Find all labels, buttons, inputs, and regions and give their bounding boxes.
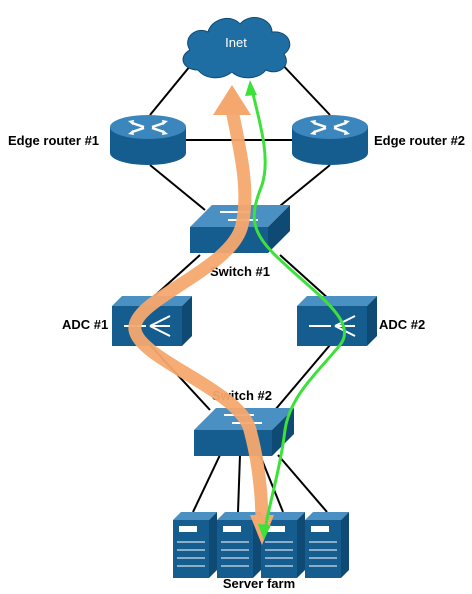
link-router2-switch1 [274, 164, 331, 211]
switch-1-label: Switch #1 [210, 264, 270, 279]
link-switch2-server4 [277, 454, 328, 513]
server-icon [173, 512, 217, 578]
adc-2-label: ADC #2 [379, 317, 425, 332]
router-icon [292, 115, 368, 165]
server-farm-label: Server farm [223, 576, 295, 591]
link-switch2-server2 [237, 454, 241, 513]
secondary-path-arrowhead-bottom [258, 524, 271, 540]
link-router1-switch1 [149, 164, 206, 211]
link-switch1-adc2 [279, 254, 331, 301]
link-inet-router1 [149, 59, 196, 116]
cloud-label: Inet [225, 35, 247, 50]
secondary-traffic-path [245, 80, 347, 540]
router-icon [110, 115, 186, 165]
secondary-path-arrowhead-top [245, 80, 257, 96]
server-icon [261, 512, 305, 578]
edge-router-1-label: Edge router #1 [8, 133, 99, 148]
link-inet-router2 [277, 59, 331, 116]
adc-icon [297, 296, 377, 346]
server-farm [173, 512, 349, 578]
edge-router-2-label: Edge router #2 [374, 133, 465, 148]
link-switch2-server1 [192, 454, 221, 513]
server-icon [305, 512, 349, 578]
adc-1-label: ADC #1 [62, 317, 108, 332]
primary-path-arrowhead-top [213, 85, 251, 115]
link-adc2-switch2 [274, 344, 331, 411]
cloud-icon: Inet [182, 17, 291, 79]
